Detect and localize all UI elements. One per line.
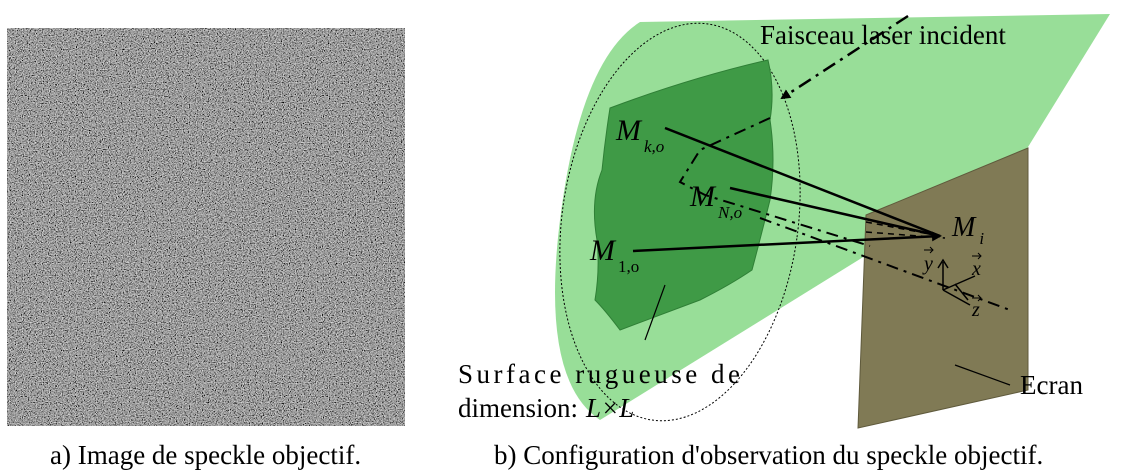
screen-leader-line xyxy=(954,364,1011,386)
beam-cross-section xyxy=(559,22,801,422)
screen-label: Ecran xyxy=(1020,370,1083,400)
local-axes xyxy=(937,258,976,306)
beam-axis-continuation xyxy=(759,217,1011,311)
axis-vector-arrows xyxy=(924,246,982,302)
beam-label: Faisceau laser incident xyxy=(760,20,1006,50)
surface-leader-line xyxy=(644,284,666,341)
ray-mn xyxy=(729,186,941,238)
axis-x-label: x xyxy=(971,258,981,280)
beam-axis-dashdot xyxy=(678,117,871,247)
axis-z-label: z xyxy=(971,299,980,321)
caption-a: a) Image de speckle objectif. xyxy=(50,440,362,470)
rough-surface xyxy=(593,59,774,331)
incident-beam-arrow xyxy=(780,14,909,100)
ray-mk xyxy=(664,126,941,238)
caption-b: b) Configuration d'observation du speckl… xyxy=(494,440,1044,470)
ray-dashed-continuation xyxy=(865,231,946,239)
surface-label-line2: dimension:L×L xyxy=(458,393,634,423)
axis-y-label: y xyxy=(922,253,933,275)
surface-label-line1: Surface rugueuse de xyxy=(458,359,740,389)
speckle-image xyxy=(7,28,405,426)
ray-dashed-continuation-2 xyxy=(865,221,941,237)
ray-m1 xyxy=(632,231,942,253)
